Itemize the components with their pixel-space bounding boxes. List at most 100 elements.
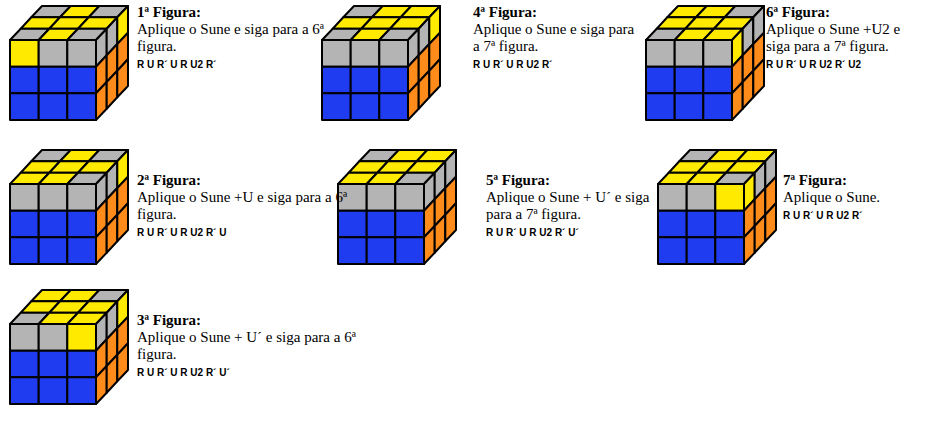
cube-sticker <box>96 82 107 120</box>
cube-sticker <box>67 93 96 120</box>
cube-sticker <box>67 40 96 67</box>
cube-sticker <box>10 377 39 404</box>
figure-caption: 1ª Figura:Aplique o Sune e siga para a 6… <box>137 4 365 72</box>
cube-sticker <box>10 40 39 67</box>
algorithm-notation: R U R´ U R U2 R´ <box>137 58 365 72</box>
cube-sticker <box>67 351 96 378</box>
cube-sticker <box>107 71 118 109</box>
cube-sticker <box>743 71 754 109</box>
figure-heading: 2ª Figura: <box>137 172 367 189</box>
cube-sticker <box>67 377 96 404</box>
cube-sticker <box>419 71 430 109</box>
cube-sticker <box>703 40 732 67</box>
algorithm-notation: R U R´ U R U2 R´ <box>473 58 641 72</box>
algorithm-notation: R U R´ U R U2 R´ U2 <box>766 58 924 72</box>
cube-sticker <box>445 203 456 241</box>
cube-sticker <box>67 324 96 351</box>
cube-sticker <box>67 184 96 211</box>
figure-caption: 5ª Figura:Aplique o Sune + U´ e siga par… <box>486 172 654 240</box>
cube-sticker <box>67 211 96 238</box>
cube-sticker <box>10 237 39 264</box>
cube-sticker <box>395 184 424 211</box>
cube-sticker <box>715 184 744 211</box>
instruction-text: Aplique o Sune +U2 e siga para a 7ª figu… <box>766 21 924 55</box>
cube-sticker <box>39 67 68 94</box>
cube-sticker <box>753 59 764 97</box>
figure-caption: 7ª Figura:Aplique o Sune.R U R´ U R U2 R… <box>783 172 923 223</box>
figure-heading: 5ª Figura: <box>486 172 654 189</box>
cube-sticker <box>10 351 39 378</box>
instruction-text: Aplique o Sune e siga para a 6ª figura. <box>137 21 365 55</box>
cube-sticker <box>39 377 68 404</box>
algorithm-notation: R U R´ U R U2 R´ <box>783 209 923 223</box>
cube-sticker <box>39 211 68 238</box>
cube-sticker <box>39 324 68 351</box>
cube-sticker <box>715 211 744 238</box>
cube-sticker <box>10 93 39 120</box>
cube-sticker <box>703 67 732 94</box>
cube-sticker <box>117 59 128 97</box>
cube-sticker <box>646 40 675 67</box>
cube-sticker <box>322 40 351 67</box>
instruction-text: Aplique o Sune + U´ e siga para a 6ª fig… <box>137 329 377 363</box>
cube-sticker <box>646 93 675 120</box>
figure-heading: 1ª Figura: <box>137 4 365 21</box>
cube-sticker <box>675 67 704 94</box>
algorithm-notation: R U R´ U R U2 R´ U´ <box>486 226 654 240</box>
cube-sticker <box>687 184 716 211</box>
cube-sticker <box>39 93 68 120</box>
cube-sticker <box>351 67 380 94</box>
cube-sticker <box>687 237 716 264</box>
cube-sticker <box>675 40 704 67</box>
cube-sticker <box>435 215 446 253</box>
cube-sticker <box>107 355 118 393</box>
cube-sticker <box>395 237 424 264</box>
instruction-text: Aplique o Sune. <box>783 189 923 206</box>
cube-sticker <box>67 237 96 264</box>
cube-sticker <box>429 59 440 97</box>
cube-sticker <box>703 93 732 120</box>
figure-caption: 3ª Figura:Aplique o Sune + U´ e siga par… <box>137 312 377 380</box>
cube-sticker <box>10 184 39 211</box>
cube-sticker <box>107 215 118 253</box>
cube-sticker <box>67 67 96 94</box>
cube-sticker <box>367 237 396 264</box>
cube-sticker <box>658 184 687 211</box>
cube-sticker <box>379 40 408 67</box>
cube-sticker <box>732 82 743 120</box>
cube-sticker <box>96 366 107 404</box>
cube-sticker <box>39 40 68 67</box>
cube-sticker <box>96 226 107 264</box>
cube-sticker <box>351 93 380 120</box>
figure-caption: 6ª Figura:Aplique o Sune +U2 e siga para… <box>766 4 924 72</box>
cube-sticker <box>10 324 39 351</box>
cube-sticker <box>658 237 687 264</box>
cube-sticker <box>39 351 68 378</box>
cube-sticker <box>765 203 776 241</box>
cube-sticker <box>715 237 744 264</box>
cube-sticker <box>367 184 396 211</box>
cube-sticker <box>379 67 408 94</box>
figure-caption: 4ª Figura:Aplique o Sune e siga para a 7… <box>473 4 641 72</box>
cube-sticker <box>39 237 68 264</box>
cube-sticker <box>424 226 435 264</box>
cube-sticker <box>658 211 687 238</box>
instruction-text: Aplique o Sune + U´ e siga para a 7ª fig… <box>486 189 654 223</box>
figure-caption: 2ª Figura:Aplique o Sune +U e siga para … <box>137 172 367 240</box>
cube-sticker <box>117 343 128 381</box>
instruction-text: Aplique o Sune +U e siga para a 6ª figur… <box>137 189 367 223</box>
figure-heading: 3ª Figura: <box>137 312 377 329</box>
cube-sticker <box>395 211 424 238</box>
cube-sticker <box>379 93 408 120</box>
algorithm-notation: R U R´ U R U2 R´ U´ <box>137 366 377 380</box>
cube-sticker <box>687 211 716 238</box>
cube-sticker <box>744 226 755 264</box>
cube-sticker <box>338 211 367 238</box>
cube-sticker <box>367 211 396 238</box>
cube-sticker <box>39 184 68 211</box>
cube-sticker <box>351 40 380 67</box>
cube-sticker <box>646 67 675 94</box>
algorithm-notation: R U R´ U R U2 R´ U <box>137 226 367 240</box>
instruction-text: Aplique o Sune e siga para a 7ª figura. <box>473 21 641 55</box>
cube-sticker <box>408 82 419 120</box>
